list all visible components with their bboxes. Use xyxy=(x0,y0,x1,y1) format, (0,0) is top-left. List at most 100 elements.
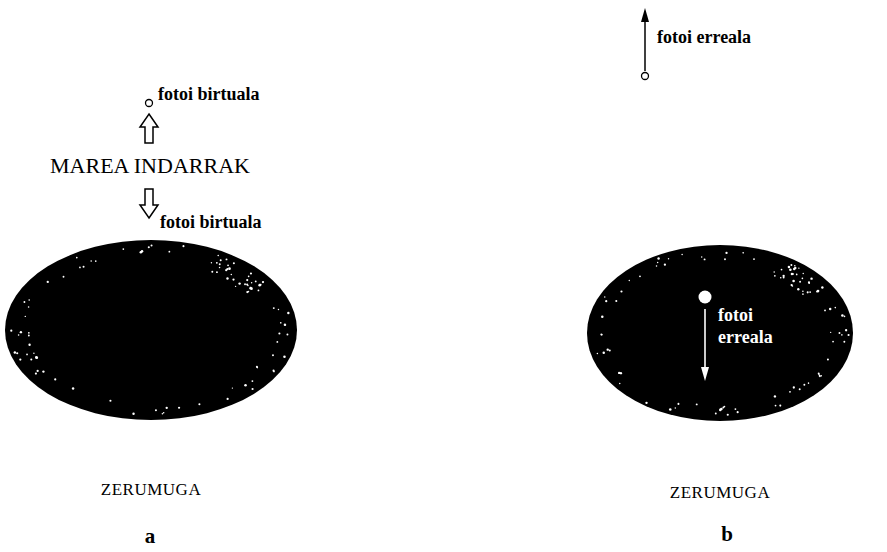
speckle xyxy=(808,281,810,283)
horizon-heading: ZERUMUGA xyxy=(587,483,853,503)
speckle xyxy=(148,246,150,248)
speckle xyxy=(122,248,124,250)
speckle xyxy=(248,291,250,293)
speckle xyxy=(232,278,234,280)
speckle xyxy=(226,277,228,279)
speckle xyxy=(753,258,755,260)
speckle xyxy=(782,275,784,277)
speckle xyxy=(808,382,810,384)
speckle xyxy=(258,290,260,292)
speckle xyxy=(821,286,823,288)
speckle xyxy=(231,274,233,276)
speckle xyxy=(818,372,820,374)
speckle xyxy=(109,400,111,402)
speckle xyxy=(168,251,170,253)
speckle xyxy=(285,324,287,326)
speckle xyxy=(722,407,724,409)
speckle xyxy=(619,383,621,385)
speckle xyxy=(250,287,253,290)
speckle xyxy=(639,275,641,277)
tidal-force-arrow xyxy=(140,114,158,143)
speckle xyxy=(28,306,30,308)
speckle xyxy=(600,333,602,335)
speckle xyxy=(141,250,144,253)
speckle xyxy=(656,265,658,267)
speckle xyxy=(802,278,804,280)
speckle xyxy=(615,300,617,302)
speckle xyxy=(794,265,796,267)
speckle xyxy=(794,267,796,269)
speckle xyxy=(250,272,252,274)
speckle xyxy=(604,296,605,297)
speckle xyxy=(657,257,659,259)
black-hole xyxy=(587,245,853,421)
speckle xyxy=(675,407,676,408)
speckle xyxy=(789,391,791,393)
speckle xyxy=(25,316,26,317)
speckle xyxy=(54,378,56,380)
speckle xyxy=(832,341,834,343)
speckle xyxy=(217,255,219,257)
real-photon xyxy=(642,73,649,80)
speckle xyxy=(251,380,253,382)
speckle xyxy=(280,322,282,324)
photon-arrow xyxy=(704,309,706,369)
speckle xyxy=(601,316,604,319)
speckle xyxy=(802,293,804,295)
speckle xyxy=(724,258,726,260)
speckle xyxy=(829,308,831,310)
speckle xyxy=(819,376,820,377)
speckle xyxy=(227,398,229,400)
speckle xyxy=(838,332,840,334)
speckle xyxy=(597,353,599,355)
speckle xyxy=(262,281,264,283)
speckle xyxy=(283,355,286,358)
trapped-photon xyxy=(699,291,712,382)
speckle xyxy=(132,412,134,414)
speckle xyxy=(42,370,44,372)
panel-letter: a xyxy=(130,524,170,549)
speckle xyxy=(35,356,38,359)
horizon-shape xyxy=(5,240,297,420)
speckle xyxy=(19,358,21,360)
speckle xyxy=(219,263,221,265)
speckle xyxy=(793,273,794,274)
speckle xyxy=(257,367,259,369)
speckle xyxy=(844,315,846,317)
speckle xyxy=(26,354,28,356)
speckle xyxy=(809,291,811,293)
speckle xyxy=(773,271,774,272)
speckle xyxy=(30,358,32,360)
speckle xyxy=(657,262,658,263)
speckle xyxy=(819,375,821,377)
speckles xyxy=(10,244,289,414)
speckle xyxy=(155,409,157,411)
speckle xyxy=(246,283,248,285)
speckle xyxy=(601,334,603,336)
speckle xyxy=(841,314,844,317)
speckle xyxy=(151,244,153,246)
speckle xyxy=(629,280,630,281)
speckle xyxy=(162,413,164,415)
speckle xyxy=(803,384,805,386)
speckle xyxy=(677,403,679,405)
speckle xyxy=(668,258,669,259)
speckle xyxy=(37,370,39,372)
speckles xyxy=(597,252,850,416)
speckle xyxy=(226,268,228,270)
speckle xyxy=(247,285,248,286)
speckle xyxy=(618,372,620,374)
speckle xyxy=(843,341,845,343)
arrowhead xyxy=(701,367,709,381)
speckle xyxy=(681,254,683,256)
speckle xyxy=(273,371,275,373)
speckle xyxy=(797,288,799,290)
speckle xyxy=(609,349,611,351)
speckle xyxy=(95,260,97,262)
speckle xyxy=(238,282,240,284)
speckle xyxy=(28,332,30,334)
force-label: MAREA INDARRAK xyxy=(0,153,300,179)
photon-label: fotoi birtuala xyxy=(158,84,260,106)
speckle xyxy=(603,351,605,353)
speckle xyxy=(727,414,729,416)
